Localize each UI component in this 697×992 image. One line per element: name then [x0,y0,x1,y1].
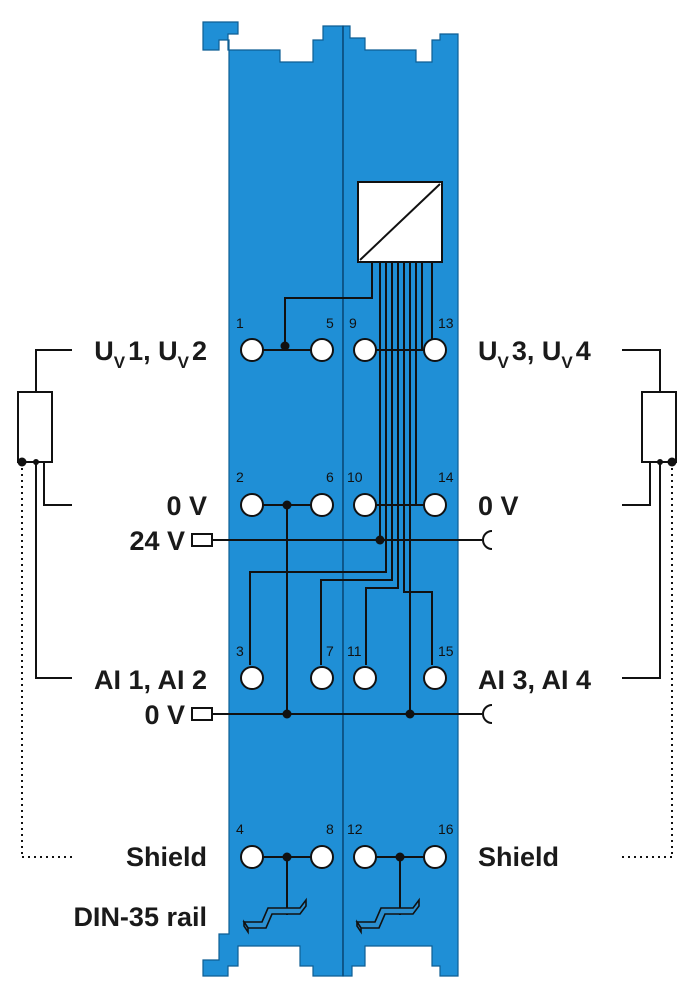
terminal-10 [353,493,377,517]
terminal-9 [353,338,377,362]
terminal-numbers: 1 5 9 13 2 6 10 14 3 7 11 15 4 8 12 16 [236,315,454,837]
label-left-0v: 0 V [166,491,207,521]
supply-0v-plug-icon [191,707,213,721]
label-din-rail: DIN-35 rail [73,902,207,932]
label-ai3-ai4: AI 3, AI 4 [478,665,591,695]
supply-24v-socket-icon [482,530,493,550]
label-right-shield: Shield [478,842,559,872]
junction-dot [282,852,292,862]
label-24v: 24 V [129,526,185,556]
terminal-16 [423,845,447,869]
terminal-7 [310,666,334,690]
terminal-14 [423,493,447,517]
left-sensor [17,349,72,858]
junction-dot [657,459,663,465]
terminal-number: 13 [438,315,454,331]
label-supply-0v: 0 V [144,700,185,730]
junction-dots [280,341,415,862]
terminal-15 [423,666,447,690]
terminal-8 [310,845,334,869]
terminal-number: 16 [438,821,454,837]
junction-dot [280,341,290,351]
label-ai1-ai2: AI 1, AI 2 [94,665,207,695]
terminal-number: 8 [326,821,334,837]
terminal-number: 7 [326,643,334,659]
terminal-number: 2 [236,469,244,485]
terminal-number: 1 [236,315,244,331]
terminal-12 [353,845,377,869]
right-sensor-resistor-icon [641,391,677,463]
junction-dot [282,500,292,510]
label-left-shield: Shield [126,842,207,872]
terminal-number: 11 [347,643,362,659]
terminal-6 [310,493,334,517]
terminal-3 [240,666,264,690]
din-rail-icon [242,897,420,935]
right-sensor [622,349,677,858]
junction-dot [33,459,39,465]
junction-dot [395,852,405,862]
terminal-2 [240,493,264,517]
analog-digital-converter-icon [357,181,443,263]
terminal-number: 3 [236,643,244,659]
module-left-half [202,21,344,977]
terminal-number: 12 [347,821,363,837]
supply-0v-socket-icon [482,704,493,724]
terminal-4 [240,845,264,869]
junction-dot [667,457,677,467]
label-right-0v: 0 V [478,491,519,521]
terminal-number: 5 [326,315,334,331]
junction-dot [282,709,292,719]
terminal-number: 9 [349,315,357,331]
terminals [240,338,447,869]
terminal-13 [423,338,447,362]
terminal-11 [353,666,377,690]
junction-dot [375,535,385,545]
terminal-number: 6 [326,469,334,485]
terminal-5 [310,338,334,362]
junction-dot [17,457,27,467]
terminal-number: 15 [438,643,454,659]
terminal-number: 10 [347,469,363,485]
terminal-number: 14 [438,469,454,485]
terminal-number: 4 [236,821,244,837]
junction-dot [405,709,415,719]
left-sensor-resistor-icon [17,391,53,463]
supply-24v-plug-icon [191,533,213,547]
terminal-1 [240,338,264,362]
